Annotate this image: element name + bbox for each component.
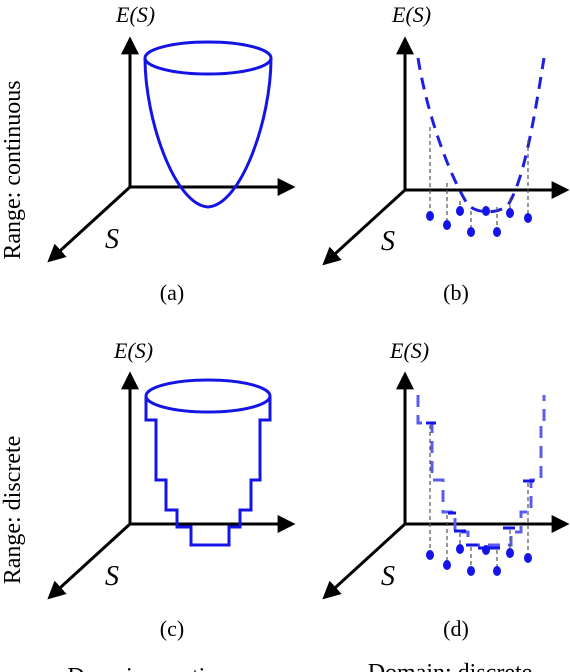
point xyxy=(482,545,490,555)
panel-label-a: (a) xyxy=(160,280,184,305)
dashed-stepped-curve xyxy=(416,395,546,547)
point xyxy=(456,206,464,216)
row-label-continuous: Range: continuous xyxy=(0,80,26,259)
s-axis xyxy=(322,522,407,600)
energy-axis-label: E(S) xyxy=(115,2,155,27)
s-axis xyxy=(47,185,132,263)
panel-label-c: (c) xyxy=(160,616,184,641)
row-label-discrete: Range: discrete xyxy=(0,436,26,585)
point xyxy=(482,206,490,216)
s-axis xyxy=(322,188,407,266)
discrete-points xyxy=(426,544,532,576)
point xyxy=(493,566,501,576)
column-label-continuous: Domain: continuous xyxy=(67,664,262,672)
energy-axis-label: E(S) xyxy=(389,338,429,363)
panel-label-b: (b) xyxy=(443,280,469,305)
point xyxy=(506,548,514,558)
set-axis-label: S xyxy=(381,561,395,592)
point xyxy=(443,560,451,570)
s-axis xyxy=(47,522,132,600)
point xyxy=(524,553,532,563)
set-axis-label: S xyxy=(105,224,119,255)
panel-d: E(S) S xyxy=(322,338,570,641)
stepped-bowl xyxy=(144,396,272,547)
level-bars xyxy=(426,421,534,550)
panel-b: E(S) S (b) xyxy=(322,2,570,305)
discrete-points xyxy=(426,206,532,237)
set-axis-label: S xyxy=(105,561,119,592)
bowl-rim xyxy=(143,40,273,76)
point xyxy=(426,550,434,560)
panel-label-d: (d) xyxy=(443,616,469,641)
column-label-discrete: Domain: discrete xyxy=(368,660,533,672)
point xyxy=(426,211,434,221)
point xyxy=(524,213,532,223)
point xyxy=(506,208,514,218)
energy-axis-label: E(S) xyxy=(391,2,431,27)
point xyxy=(467,227,475,237)
continuous-bowl xyxy=(143,57,273,209)
point xyxy=(456,544,464,554)
guide-lines xyxy=(429,127,529,232)
panel-c: E(S) S (c) xyxy=(47,338,296,641)
point xyxy=(493,227,501,237)
point xyxy=(443,220,451,230)
bowl-rim xyxy=(144,378,272,414)
point xyxy=(467,566,475,576)
panel-a: E(S) S (a) xyxy=(47,2,296,305)
set-axis-label: S xyxy=(381,226,395,257)
energy-axis-label: E(S) xyxy=(113,338,153,363)
